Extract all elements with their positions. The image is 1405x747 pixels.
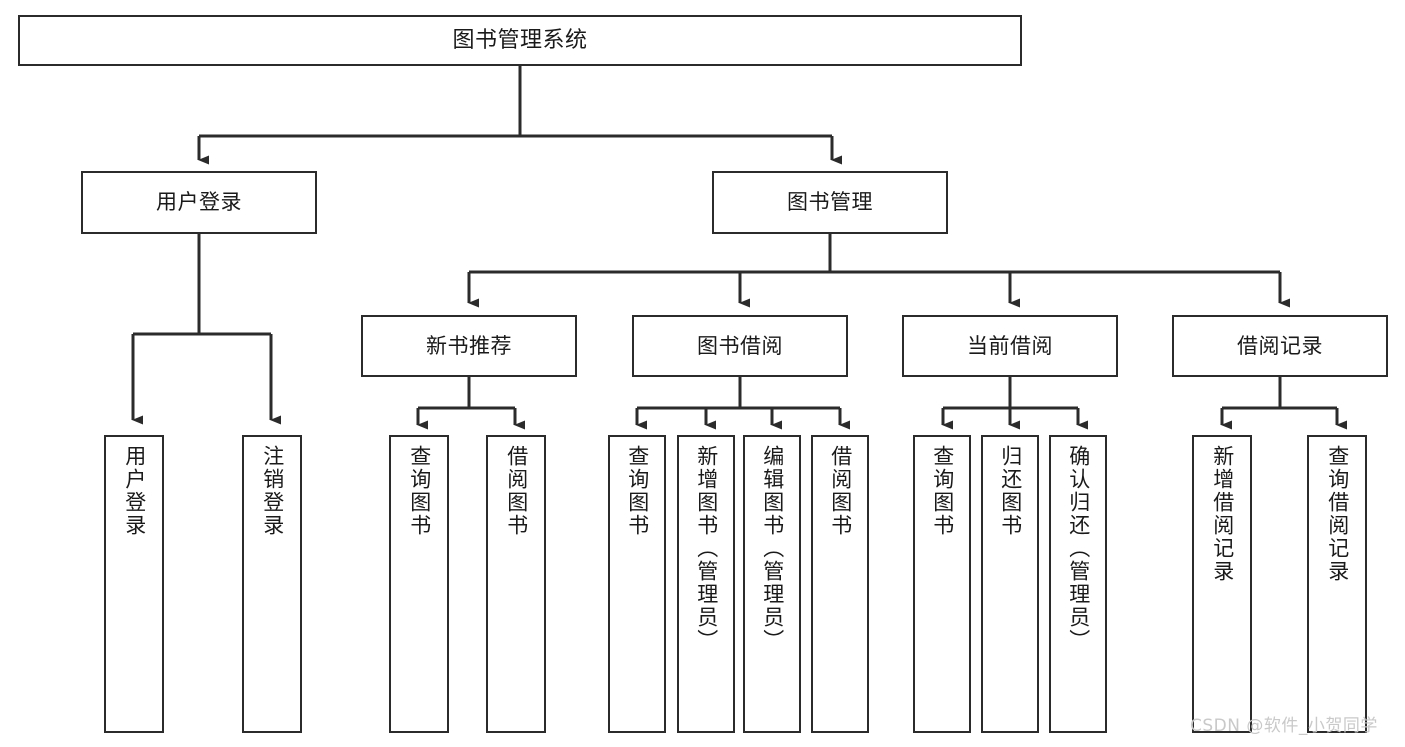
node-label: 编辑图书（管理员） [760, 445, 785, 652]
node-label: 借阅图书 [504, 445, 529, 537]
node-book-borrowing[interactable]: 图书借阅 [632, 315, 848, 377]
node-user-login[interactable]: 用户登录 [81, 171, 317, 234]
node-label: 图书借阅 [697, 333, 783, 358]
node-label: 查询借阅记录 [1325, 445, 1350, 583]
node-label: 借阅图书 [828, 445, 853, 537]
leaf-confirm-return-admin[interactable]: 确认归还（管理员） [1049, 435, 1107, 733]
node-root-book-management-system[interactable]: 图书管理系统 [18, 15, 1022, 66]
node-label: 新增图书（管理员） [694, 445, 719, 652]
node-label: 借阅记录 [1237, 333, 1323, 358]
node-label: 查询图书 [625, 445, 650, 537]
leaf-borrow-books-recommendation[interactable]: 借阅图书 [486, 435, 546, 733]
node-label: 图书管理系统 [452, 27, 588, 53]
csdn-watermark: CSDN @软件_小贺同学 [1190, 716, 1378, 736]
node-borrowing-records[interactable]: 借阅记录 [1172, 315, 1388, 377]
leaf-query-books-recommendation[interactable]: 查询图书 [389, 435, 449, 733]
leaf-logout[interactable]: 注销登录 [242, 435, 302, 733]
node-label: 图书管理 [787, 190, 873, 215]
node-book-management[interactable]: 图书管理 [712, 171, 948, 234]
leaf-borrow-book[interactable]: 借阅图书 [811, 435, 869, 733]
node-current-borrowing[interactable]: 当前借阅 [902, 315, 1118, 377]
leaf-query-books-borrowing[interactable]: 查询图书 [608, 435, 666, 733]
leaf-edit-book-admin[interactable]: 编辑图书（管理员） [743, 435, 801, 733]
leaf-user-login[interactable]: 用户登录 [104, 435, 164, 733]
node-label: 当前借阅 [967, 333, 1053, 358]
node-label: 查询图书 [407, 445, 432, 537]
node-label: 新书推荐 [426, 333, 512, 358]
leaf-query-books-current[interactable]: 查询图书 [913, 435, 971, 733]
node-label: 用户登录 [156, 190, 242, 215]
leaf-add-borrow-record[interactable]: 新增借阅记录 [1192, 435, 1252, 733]
node-label: 归还图书 [998, 445, 1023, 537]
node-label: 用户登录 [122, 445, 147, 537]
node-label: 查询图书 [930, 445, 955, 537]
leaf-return-book[interactable]: 归还图书 [981, 435, 1039, 733]
node-new-book-recommendation[interactable]: 新书推荐 [361, 315, 577, 377]
node-label: 确认归还（管理员） [1066, 445, 1091, 652]
leaf-query-borrow-record[interactable]: 查询借阅记录 [1307, 435, 1367, 733]
leaf-add-book-admin[interactable]: 新增图书（管理员） [677, 435, 735, 733]
node-label: 注销登录 [260, 445, 285, 537]
node-label: 新增借阅记录 [1210, 445, 1235, 583]
